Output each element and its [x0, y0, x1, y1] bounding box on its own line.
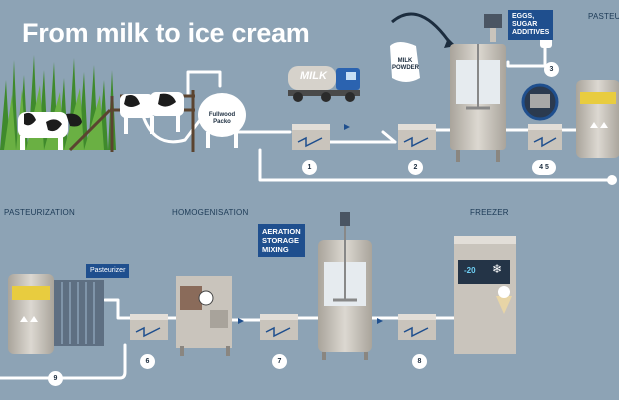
- pump-closeup: [521, 83, 559, 121]
- tank-label-line2: Packo: [213, 119, 231, 125]
- section-label-freezer: FREEZER: [470, 208, 509, 217]
- callout-aeration-line1: AERATION: [262, 227, 301, 236]
- freezer-display: -20: [464, 266, 476, 275]
- callout-aeration-line2: STORAGE: [262, 236, 299, 245]
- section-label-top-right: PASTEU: [588, 12, 619, 21]
- callout-pasteurizer: Pasteurizer: [86, 264, 130, 278]
- page-title: From milk to ice cream: [22, 18, 310, 48]
- pasteurizer-top-right: [576, 80, 619, 158]
- milk-powder-line2: POWDER: [392, 65, 419, 71]
- cow-left: [18, 112, 82, 150]
- pipe-end-node: [607, 175, 617, 185]
- milk-powder-line1: MILK: [397, 58, 413, 64]
- aging-tank: [318, 212, 372, 360]
- section-label-homogenisation: HOMOGENISATION: [172, 208, 249, 217]
- homogeniser: [176, 276, 232, 356]
- mixer-tank: [390, 12, 506, 162]
- step-badge-1: 1: [302, 160, 317, 175]
- step-badge-7: 7: [272, 354, 287, 369]
- step-badge-2: 2: [408, 160, 423, 175]
- powder-sack: [390, 42, 420, 82]
- flow-arrows: [238, 124, 383, 324]
- tank-label: Fullwood Packo: [208, 112, 236, 126]
- step-badge-4-5: 4 5: [532, 160, 556, 175]
- section-label-pasteurization: PASTEURIZATION: [4, 208, 75, 217]
- pump-units: [130, 124, 562, 340]
- callout-eggs-sugar-additives: EGGS, SUGAR ADDITIVES: [508, 10, 554, 40]
- step-badge-9: 9: [48, 371, 63, 386]
- pasteurizer-bottom: [8, 274, 104, 354]
- callout-eggs-line1: EGGS,: [512, 13, 535, 20]
- callout-eggs-line2: SUGAR: [512, 21, 538, 28]
- step-badge-3: 3: [544, 62, 559, 77]
- freezer-machine: [454, 236, 516, 354]
- milk-tank: [198, 93, 246, 148]
- milk-powder-label: MILK POWDER: [392, 58, 419, 72]
- callout-aeration-line3: MIXING: [262, 245, 289, 254]
- truck-label: MILK: [300, 70, 327, 82]
- step-badge-8: 8: [412, 354, 427, 369]
- step-badge-6: 6: [140, 354, 155, 369]
- milk-truck: [288, 66, 360, 102]
- callout-aeration-storage-mixing: AERATION STORAGE MIXING: [258, 224, 305, 257]
- tank-label-line1: Fullwood: [208, 112, 236, 118]
- callout-eggs-line3: ADDITIVES: [512, 29, 550, 36]
- snowflake-icon: ❄: [492, 262, 503, 276]
- cows-milking: [120, 92, 184, 134]
